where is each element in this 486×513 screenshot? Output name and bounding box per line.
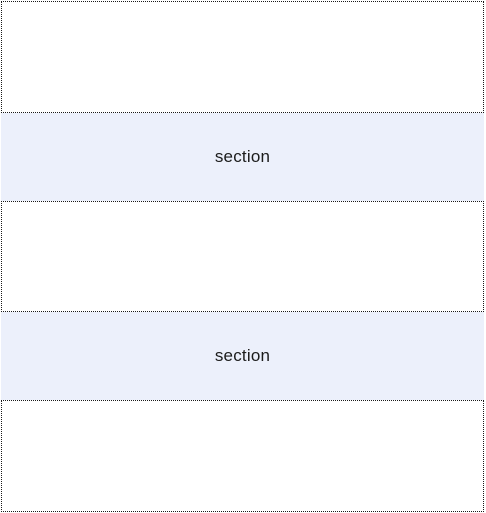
dotted-container (1, 1, 484, 113)
section-label: section (214, 147, 271, 166)
section-band: section (1, 113, 484, 201)
section-band: section (1, 312, 484, 400)
section-label: section (214, 346, 271, 365)
dotted-container (1, 400, 484, 512)
dotted-container (1, 201, 484, 312)
